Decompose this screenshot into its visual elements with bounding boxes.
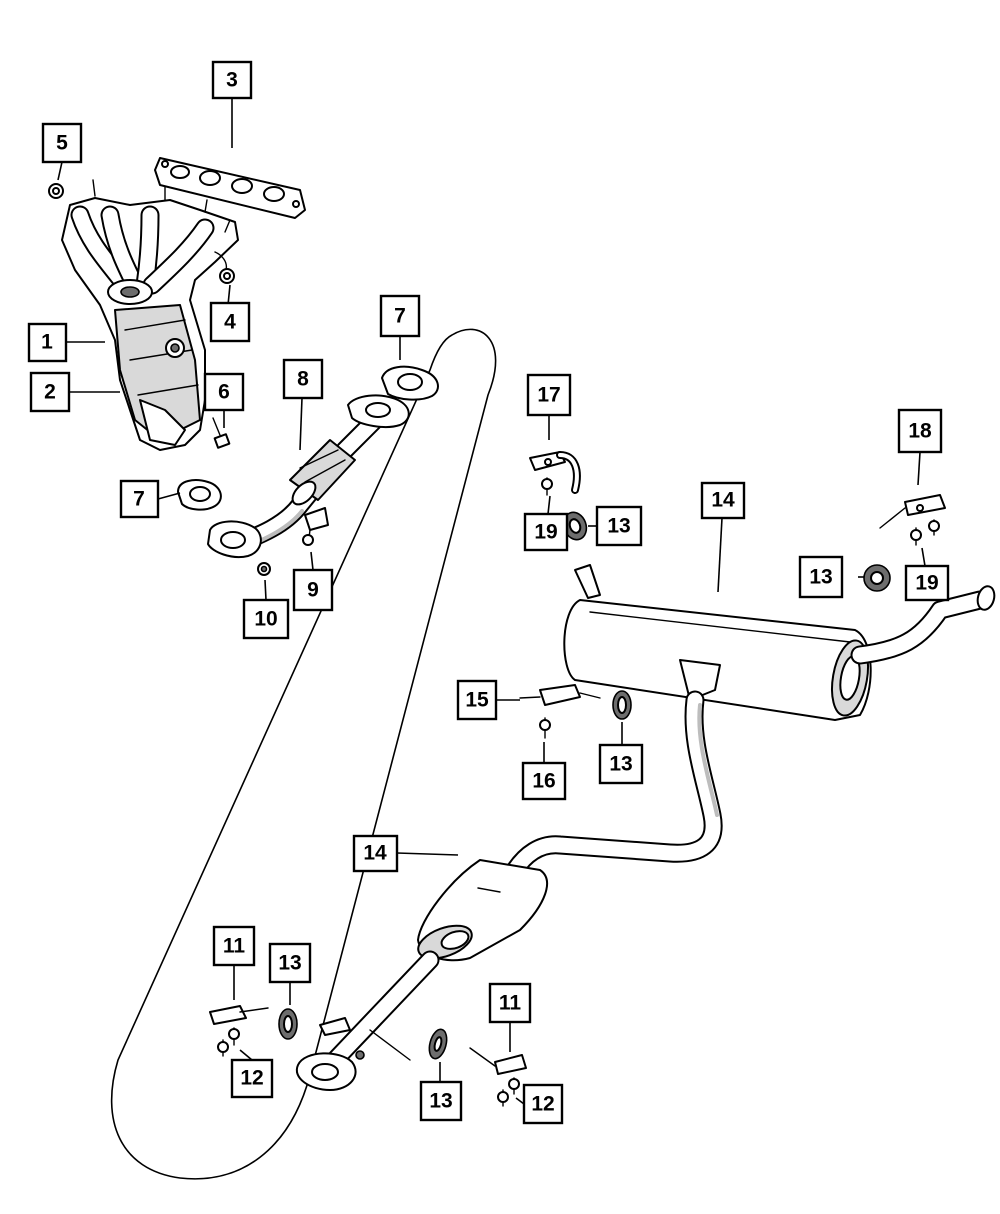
bolt-12-right[interactable] xyxy=(497,1077,520,1107)
component-group-outline xyxy=(110,328,497,1180)
callout-11-left[interactable]: 11 xyxy=(212,925,256,967)
callout-13-b-label: 13 xyxy=(809,566,832,589)
callout-11-left-label: 11 xyxy=(223,935,246,958)
callout-7-upper[interactable]: 7 xyxy=(379,294,421,338)
bracket-11-right[interactable] xyxy=(469,1047,527,1075)
callout-7-lower[interactable]: 7 xyxy=(119,479,160,519)
bolt-19-b[interactable] xyxy=(910,519,940,546)
callout-19-right-label: 19 xyxy=(915,572,938,595)
callout-1[interactable]: 1 xyxy=(27,322,68,363)
callout-4[interactable]: 4 xyxy=(209,301,251,343)
bracket-18[interactable] xyxy=(879,494,946,529)
callout-13-b[interactable]: 13 xyxy=(798,555,844,599)
callout-11-right[interactable]: 11 xyxy=(488,982,532,1024)
callout-12-right-label: 12 xyxy=(531,1093,554,1116)
isolator-13-e[interactable] xyxy=(426,1027,449,1060)
isolator-13-d[interactable] xyxy=(278,1008,298,1040)
callout-2[interactable]: 2 xyxy=(29,371,71,413)
callout-9[interactable]: 9 xyxy=(292,568,334,612)
callout-15-label: 15 xyxy=(465,689,489,712)
gasket-7-lower[interactable] xyxy=(177,479,222,511)
callout-13-a-label: 13 xyxy=(607,515,630,538)
callout-14-lower[interactable]: 14 xyxy=(352,834,399,873)
callout-18[interactable]: 18 xyxy=(897,408,943,454)
bolt-19-a[interactable] xyxy=(541,477,553,496)
isolator-13-a[interactable] xyxy=(560,509,590,543)
callout-9-label: 9 xyxy=(307,579,319,602)
exhaust-manifold-converter[interactable] xyxy=(61,179,239,451)
callout-17[interactable]: 17 xyxy=(526,373,572,417)
callout-3[interactable]: 3 xyxy=(211,60,253,100)
callout-16-label: 16 xyxy=(532,770,555,793)
manifold-gasket[interactable] xyxy=(154,157,306,219)
callout-14-upper[interactable]: 14 xyxy=(700,481,746,520)
callout-5[interactable]: 5 xyxy=(41,122,83,164)
bracket-11-left[interactable] xyxy=(209,1005,269,1025)
bolt-9[interactable] xyxy=(302,529,314,546)
bolt-16[interactable] xyxy=(539,717,551,739)
callout-12-left-label: 12 xyxy=(240,1067,263,1090)
callout-10[interactable]: 10 xyxy=(242,598,290,640)
callout-10-label: 10 xyxy=(254,608,277,631)
callout-13-e-label: 13 xyxy=(429,1090,452,1113)
callout-4-label: 4 xyxy=(224,311,236,334)
callout-7-upper-label: 7 xyxy=(394,305,406,328)
callout-13-d[interactable]: 13 xyxy=(268,942,312,984)
callout-2-label: 2 xyxy=(44,381,56,404)
isolator-13-c[interactable] xyxy=(612,690,632,720)
callout-13-c-label: 13 xyxy=(609,753,632,776)
callout-12-right[interactable]: 12 xyxy=(522,1083,564,1125)
callout-19-right[interactable]: 19 xyxy=(904,564,950,602)
callout-6[interactable]: 6 xyxy=(203,372,245,412)
callout-1-label: 1 xyxy=(41,331,53,354)
callout-14-upper-label: 14 xyxy=(711,489,735,512)
front-pipe-converter[interactable] xyxy=(207,394,410,558)
callout-19-left[interactable]: 19 xyxy=(523,512,569,552)
callout-19-left-label: 19 xyxy=(534,521,557,544)
callout-5-label: 5 xyxy=(56,132,68,155)
callout-8[interactable]: 8 xyxy=(282,358,324,400)
callout-13-a[interactable]: 13 xyxy=(595,505,643,547)
callout-3-label: 3 xyxy=(226,69,238,92)
callout-8-label: 8 xyxy=(297,368,309,391)
nut-4[interactable] xyxy=(214,251,235,284)
callout-13-d-label: 13 xyxy=(278,952,301,975)
bracket-17[interactable] xyxy=(529,451,581,494)
callout-18-label: 18 xyxy=(908,420,932,443)
callout-12-left[interactable]: 12 xyxy=(230,1058,274,1099)
intermediate-pipe-resonator[interactable] xyxy=(295,690,723,1091)
callout-7-lower-label: 7 xyxy=(133,488,145,511)
callout-14-lower-label: 14 xyxy=(363,842,387,865)
bolt-12-left[interactable] xyxy=(217,1027,240,1057)
callout-11-right-label: 11 xyxy=(499,992,522,1015)
isolator-13-b[interactable] xyxy=(863,564,891,592)
callout-16[interactable]: 16 xyxy=(521,761,567,801)
gasket-7-upper[interactable] xyxy=(381,365,439,401)
nut-10[interactable] xyxy=(257,562,271,576)
callout-17-label: 17 xyxy=(537,384,560,407)
leader-lines xyxy=(57,98,926,1105)
bolt-6[interactable] xyxy=(212,417,231,449)
callout-13-e[interactable]: 13 xyxy=(419,1080,463,1122)
rear-muffler[interactable] xyxy=(563,564,997,721)
bracket-15[interactable] xyxy=(519,684,601,706)
callout-15[interactable]: 15 xyxy=(456,679,498,721)
callout-6-label: 6 xyxy=(218,381,230,404)
callout-13-c[interactable]: 13 xyxy=(598,743,644,785)
nut-5[interactable] xyxy=(48,183,64,199)
